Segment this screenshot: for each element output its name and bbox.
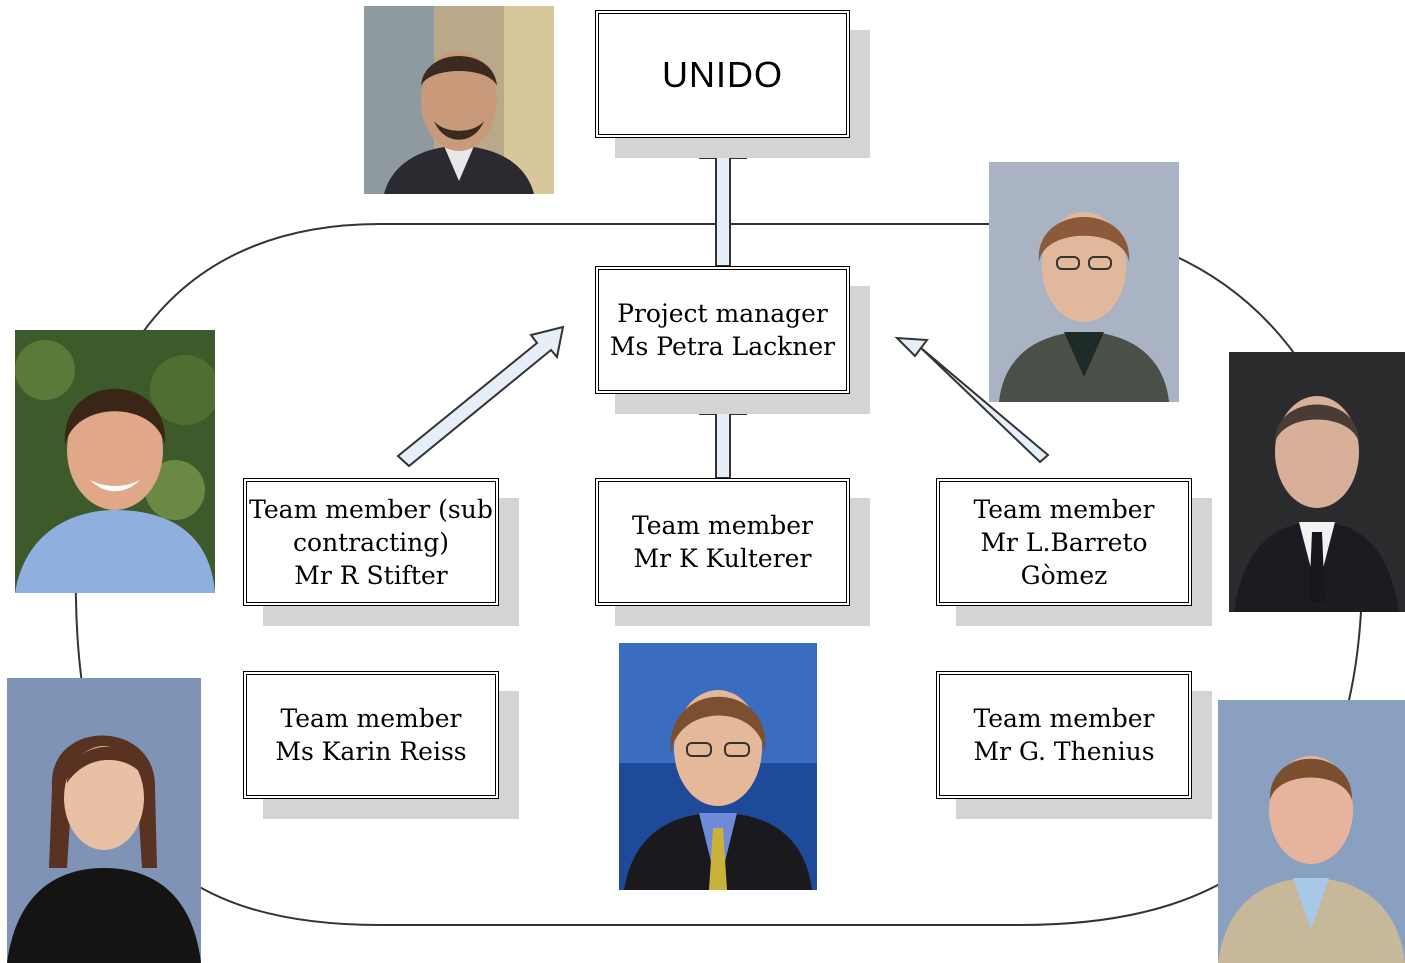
member-role: Team member (973, 704, 1155, 733)
arrow-barreto-to-manager (894, 336, 1050, 464)
team-member-barreto-box: Team member Mr L.Barreto Gòmez (936, 478, 1192, 606)
member-role: Team member (973, 494, 1155, 524)
member-role: Team member (sub (249, 494, 493, 524)
unido-label: UNIDO (662, 53, 783, 95)
team-member-thenius-box: Team member Mr G. Thenius (936, 671, 1192, 799)
arrow-to-unido (698, 136, 748, 267)
manager-role: Project manager (617, 299, 828, 328)
team-member-stifter-box: Team member (sub contracting) Mr R Stift… (243, 478, 499, 606)
member-role: Team member (280, 704, 462, 733)
arrow-stifter-to-manager (396, 325, 565, 468)
member-role-cont: contracting) (293, 527, 449, 557)
photo-unido-representative (364, 6, 554, 194)
photo-l-barreto-gomez (1229, 352, 1405, 612)
team-member-reiss-box: Team member Ms Karin Reiss (243, 671, 499, 799)
team-member-kulterer-box: Team member Mr K Kulterer (595, 478, 850, 606)
unido-box: UNIDO (595, 10, 850, 138)
project-manager-box: Project manager Ms Petra Lackner (595, 266, 850, 394)
photo-karin-reiss (7, 678, 201, 963)
photo-project-manager (989, 162, 1179, 402)
photo-g-thenius (1218, 700, 1405, 963)
member-name: Mr K Kulterer (633, 544, 812, 573)
arrow-kulterer-to-manager (698, 392, 748, 479)
member-name: Mr L.Barreto Gòmez (980, 527, 1148, 590)
photo-k-kulterer (619, 643, 817, 890)
manager-name: Ms Petra Lackner (609, 332, 836, 361)
photo-r-stifter (15, 330, 215, 593)
member-name: Mr G. Thenius (973, 737, 1155, 766)
member-name: Mr R Stifter (294, 560, 448, 590)
member-name: Ms Karin Reiss (275, 737, 467, 766)
member-role: Team member (631, 511, 814, 540)
